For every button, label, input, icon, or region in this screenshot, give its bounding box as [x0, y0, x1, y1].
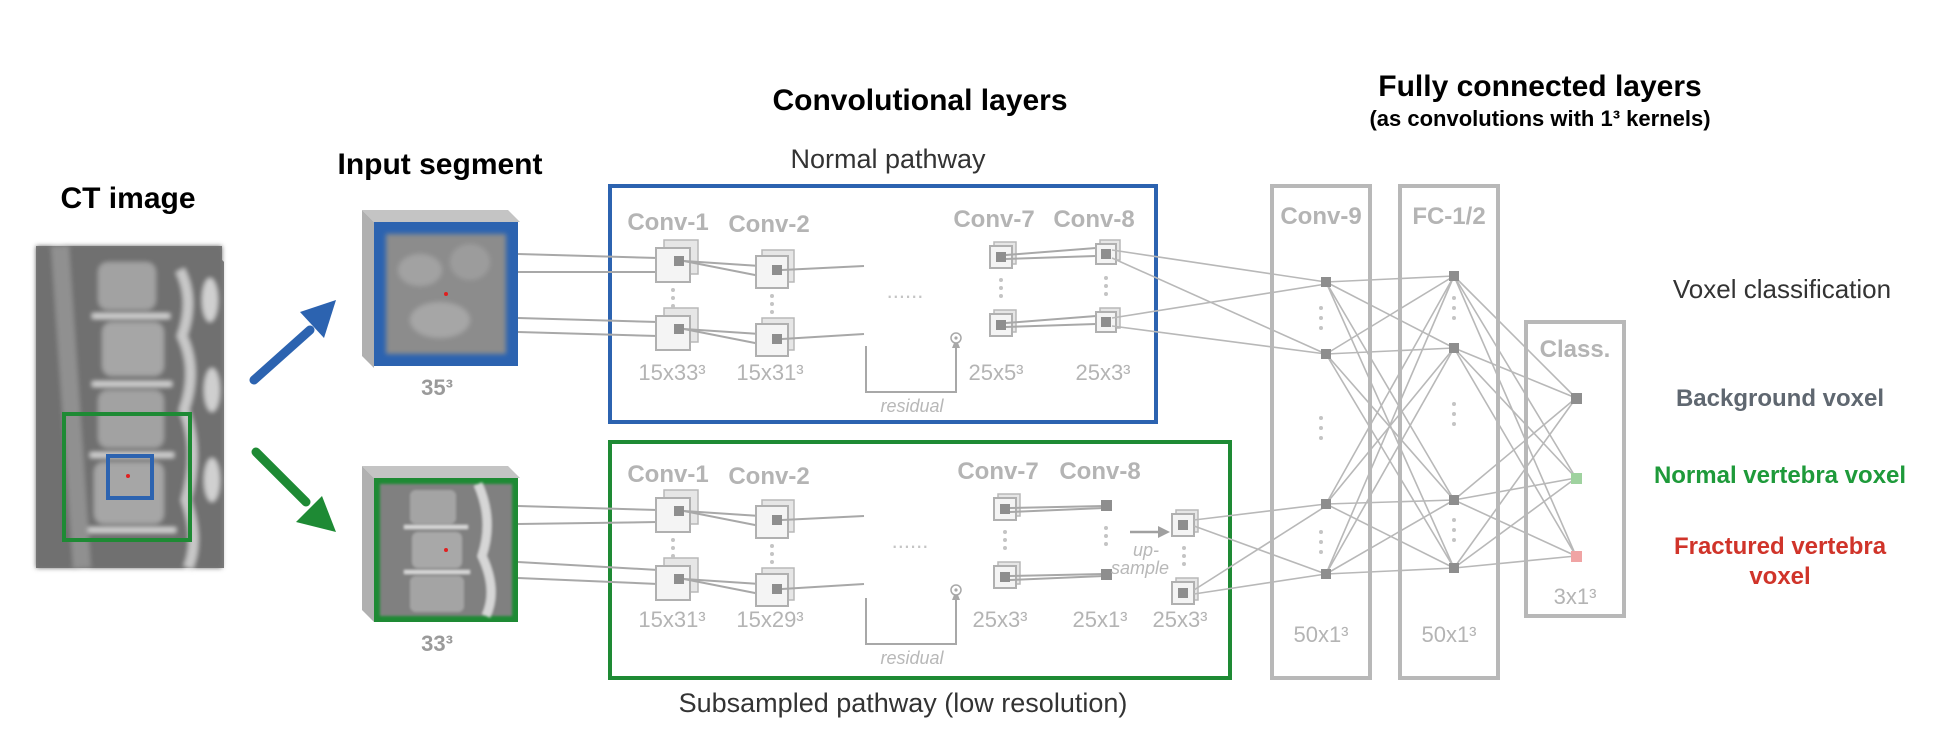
fc-title: Fully connected layers — [1378, 70, 1701, 103]
input-size-normal: 35³ — [421, 375, 453, 400]
conv-9-label: Conv-9 — [1280, 203, 1361, 230]
conv9-fc-connections — [1325, 275, 1455, 575]
upsample-arrow: up- sample — [1111, 526, 1170, 578]
subsampled-conv-2 — [755, 499, 795, 607]
upsampled-size: 25x3³ — [1152, 607, 1207, 632]
normal-residual: residual — [865, 332, 962, 416]
input-segment-title: Input segment — [337, 148, 542, 181]
normal-conv-7-size: 25x5³ — [968, 360, 1023, 385]
class-background-voxel: Background voxel — [1676, 385, 1884, 412]
subsampled-pathway-box — [608, 440, 1232, 680]
upsampled-conv-8 — [1171, 509, 1199, 605]
arrow-to-subsampled-input — [251, 447, 336, 532]
conv-layers-title: Convolutional layers — [772, 84, 1067, 117]
class-label: Class. — [1540, 336, 1611, 363]
class-fractured-vertebra-line1: Fractured vertebra — [1674, 533, 1887, 560]
class-size: 3x1³ — [1554, 584, 1597, 609]
normal-conv-1 — [655, 239, 699, 351]
subsampled-conv-8-label: Conv-8 — [1059, 458, 1140, 485]
svg-text:up-: up- — [1133, 540, 1159, 560]
subsampled-pathway-label: Subsampled pathway (low resolution) — [679, 688, 1128, 718]
conv-9-box — [1270, 184, 1372, 680]
subsampled-conv-7 — [993, 493, 1021, 589]
normal-conv-2-label: Conv-2 — [728, 211, 809, 238]
subsampled-conv-2-size: 15x29³ — [736, 607, 803, 632]
subsampled-ellipsis: ...... — [892, 528, 929, 553]
normal-conv-1-label: Conv-1 — [627, 209, 708, 236]
normal-pathway-label: Normal pathway — [790, 144, 986, 174]
normal-conv-2-size: 15x31³ — [736, 360, 803, 385]
fc-subtitle: (as convolutions with 1³ kernels) — [1369, 106, 1710, 131]
class-normal-vertebra-voxel: Normal vertebra voxel — [1654, 462, 1906, 489]
svg-text:residual: residual — [880, 648, 944, 668]
subsampled-conv-1-size: 15x31³ — [638, 607, 705, 632]
conv-9-nodes — [1319, 277, 1331, 579]
subsampled-conv-8 — [1101, 500, 1112, 580]
subsampled-residual: residual — [865, 584, 962, 668]
subsampled-conv-7-label: Conv-7 — [957, 458, 1038, 485]
normal-conv-8-size: 25x3³ — [1075, 360, 1130, 385]
normal-conv-1-size: 15x33³ — [638, 360, 705, 385]
svg-text:sample: sample — [1111, 558, 1169, 578]
voxel-classification-title: Voxel classification — [1673, 274, 1891, 304]
fc-label: FC-1/2 — [1412, 203, 1485, 230]
fc-class-connections — [1453, 275, 1577, 569]
fc-box — [1398, 184, 1500, 680]
normal-conv-2 — [755, 249, 795, 357]
fc-nodes — [1449, 271, 1459, 573]
normal-input-patch — [362, 210, 520, 368]
subsampled-conv-1-label: Conv-1 — [627, 461, 708, 488]
ct-image-title: CT image — [60, 182, 195, 215]
subsampled-conv-2-label: Conv-2 — [728, 463, 809, 490]
normal-conv-8 — [1095, 239, 1121, 333]
normal-conv-7 — [989, 241, 1017, 337]
class-nodes — [1571, 393, 1582, 562]
svg-text:residual: residual — [880, 396, 944, 416]
subsampled-input-patch — [362, 466, 520, 622]
subsampled-conv-1 — [655, 489, 699, 601]
normal-conv-7-label: Conv-7 — [953, 206, 1034, 233]
input-size-subsampled: 33³ — [421, 631, 453, 656]
fc-size: 50x1³ — [1421, 622, 1476, 647]
arrow-to-normal-input — [249, 300, 336, 385]
normal-ellipsis: ...... — [887, 278, 924, 303]
conv-9-size: 50x1³ — [1293, 622, 1348, 647]
class-fractured-vertebra-line2: voxel — [1749, 563, 1810, 590]
normal-conv-8-label: Conv-8 — [1053, 206, 1134, 233]
subsampled-conv-8-size: 25x1³ — [1072, 607, 1127, 632]
normal-pathway-box — [608, 184, 1158, 424]
ct-image-volume — [36, 245, 224, 570]
subsampled-conv-7-size: 25x3³ — [972, 607, 1027, 632]
ct-normal-region — [106, 454, 154, 500]
class-box — [1524, 320, 1626, 618]
ct-subsampled-region — [62, 412, 192, 542]
